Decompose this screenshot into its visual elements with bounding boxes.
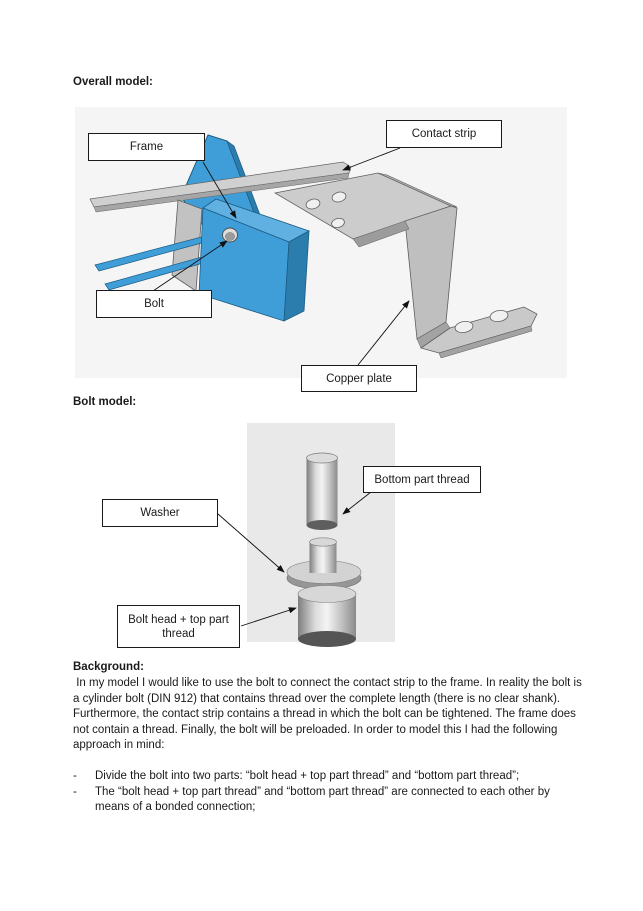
- frame-label: Frame: [88, 133, 205, 161]
- contact-strip-arrow: [342, 147, 401, 171]
- frame-arrow: [202, 161, 237, 219]
- overall-model-heading: Overall model:: [73, 76, 153, 88]
- washer-label: Washer: [102, 499, 218, 527]
- list-item: - Divide the bolt into two parts: “bolt …: [73, 769, 583, 785]
- overall-model-figure: [75, 107, 567, 378]
- bolt-head-label: Bolt head + top part thread: [117, 605, 240, 648]
- bullet-text: The “bolt head + top part thread” and “b…: [95, 785, 550, 814]
- bolt-model-heading: Bolt model:: [73, 396, 137, 408]
- bolt-label: Bolt: [96, 290, 212, 318]
- contact-strip-label: Contact strip: [386, 120, 502, 148]
- list-item: - The “bolt head + top part thread” and …: [73, 785, 583, 816]
- bolt-head-arrow: [240, 607, 297, 627]
- bullet-marker: -: [73, 770, 77, 782]
- bullet-text: Divide the bolt into two parts: “bolt he…: [95, 770, 520, 782]
- approach-bullet-list: - Divide the bolt into two parts: “bolt …: [73, 769, 583, 816]
- bottom-thread-label: Bottom part thread: [363, 466, 481, 493]
- copper-plate-label: Copper plate: [301, 365, 417, 392]
- bolt-model-drawing: [217, 423, 395, 647]
- washer-arrow: [217, 513, 285, 573]
- background-paragraph: In my model I would like to use the bolt…: [73, 677, 586, 752]
- bolt-arrow: [152, 240, 228, 292]
- overall-model-drawing: [89, 134, 538, 366]
- bolt-model-figure: [75, 418, 495, 658]
- bullet-marker: -: [73, 785, 77, 798]
- bottom-thread-arrow: [342, 491, 372, 515]
- background-heading: Background:: [73, 661, 144, 673]
- copper-plate-arrow: [357, 300, 410, 366]
- bottom-thread-shape: [306, 458, 338, 525]
